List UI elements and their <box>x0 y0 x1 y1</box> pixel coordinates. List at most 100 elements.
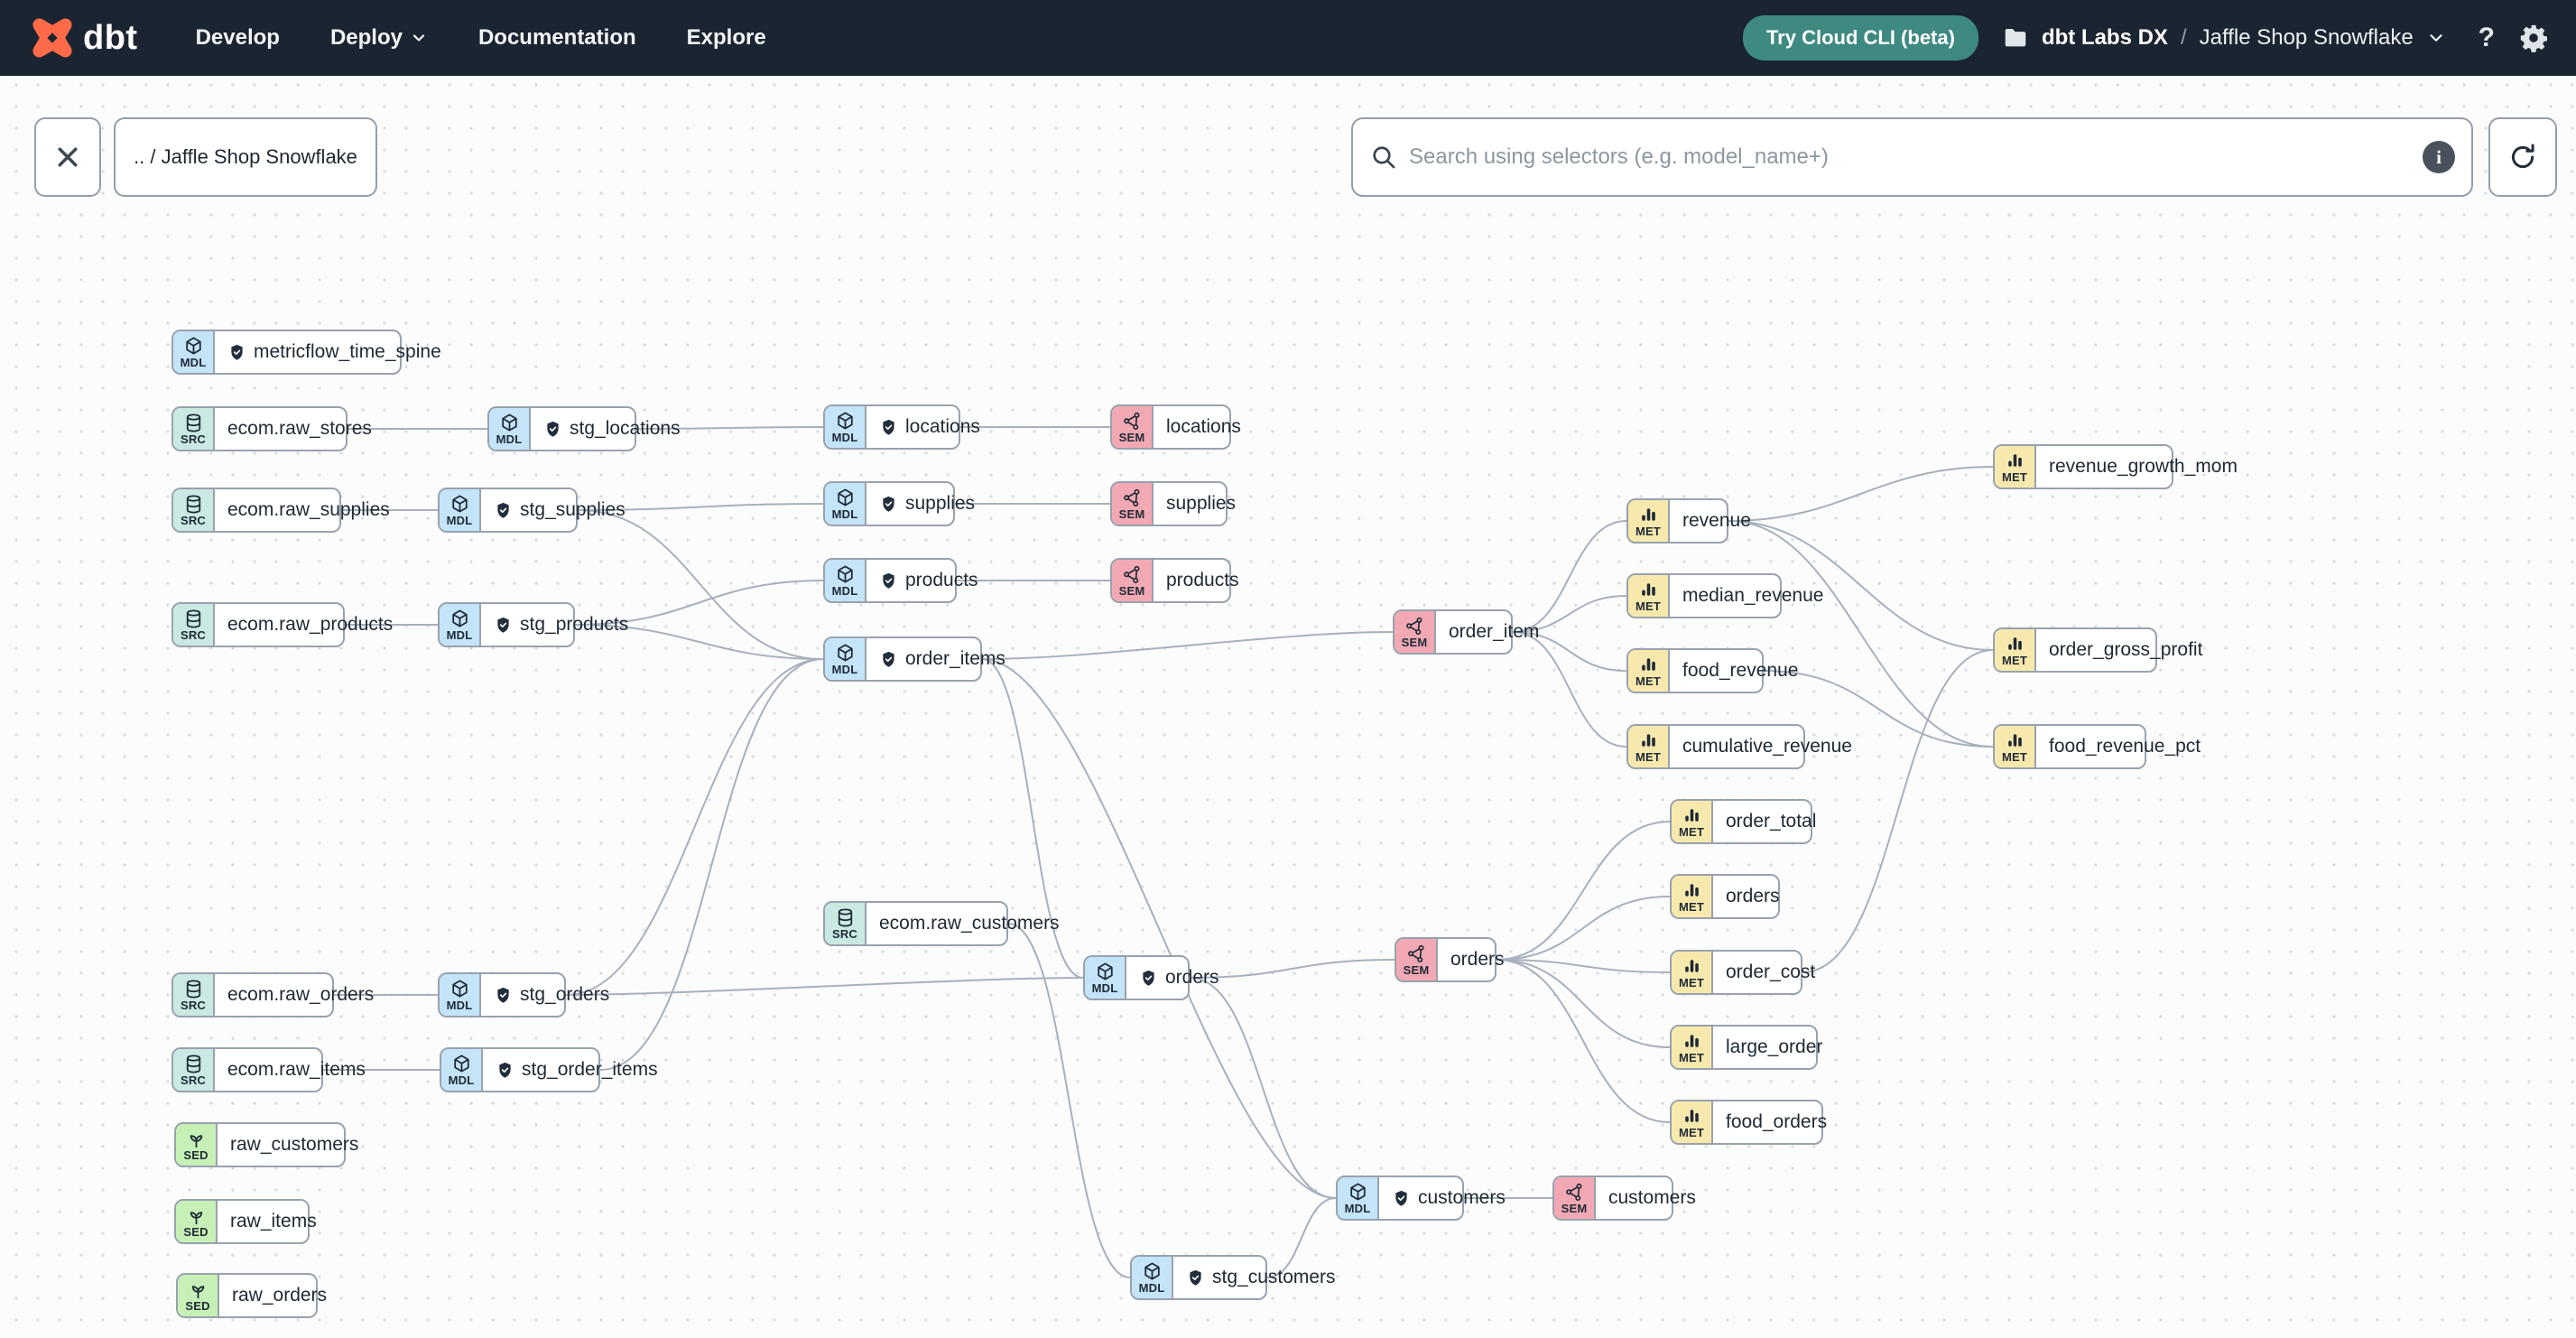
dbt-logo[interactable]: dbt <box>31 16 138 60</box>
node-type-label: MDL <box>1138 1281 1165 1295</box>
semantic-triangle-icon <box>1121 410 1144 432</box>
database-icon <box>182 412 205 434</box>
node-type-badge: MDL <box>440 974 481 1016</box>
node-type-label: SRC <box>831 927 858 941</box>
node-type-label: SRC <box>180 1073 207 1087</box>
close-lineage-button[interactable] <box>34 117 101 197</box>
node-label: stg_locations <box>531 408 693 450</box>
try-cloud-cli-button[interactable]: Try Cloud CLI (beta) <box>1742 15 1978 60</box>
search-input[interactable] <box>1409 144 2423 170</box>
selector-search-bar: i <box>1351 117 2473 197</box>
node-label: stg_products <box>481 604 641 646</box>
node-met_median_revenue[interactable]: MET median_revenue <box>1626 573 1823 618</box>
cube-icon <box>1347 1181 1369 1203</box>
metric-bars-icon <box>1681 879 1703 902</box>
refresh-button[interactable] <box>2488 117 2557 197</box>
node-label: median_revenue <box>1682 585 1824 606</box>
help-icon[interactable]: ? <box>2478 23 2495 52</box>
folder-icon <box>2005 29 2026 47</box>
cube-icon <box>449 608 471 630</box>
shield-check-icon <box>496 1061 514 1080</box>
node-type-badge: MET <box>1672 1101 1713 1143</box>
node-type-badge: MDL <box>173 331 215 373</box>
node-type-badge: MET <box>1672 952 1713 993</box>
node-type-badge: SRC <box>173 604 215 646</box>
node-type-badge: SEM <box>1112 406 1154 448</box>
account-name[interactable]: dbt Labs DX <box>2041 25 2168 50</box>
node-type-label: MDL <box>446 514 473 527</box>
edge-met_revenue-to-met_revenue_growth_mom <box>1728 466 1994 522</box>
node-type-badge: MET <box>1672 801 1713 842</box>
info-icon[interactable]: i <box>2423 141 2455 173</box>
gear-icon[interactable] <box>2518 23 2549 53</box>
node-type-badge: MDL <box>1338 1177 1379 1219</box>
metric-bars-icon <box>1637 654 1660 676</box>
breadcrumb[interactable]: .. / Jaffle Shop Snowflake <box>114 117 377 197</box>
nav-item-deploy[interactable]: Deploy <box>330 25 428 51</box>
database-icon <box>182 1053 205 1075</box>
node-type-badge: MDL <box>825 406 866 448</box>
node-type-label: MET <box>1635 750 1662 764</box>
node-type-label: MDL <box>1344 1202 1371 1215</box>
edge-sem_orders-to-met_order_cost <box>1496 959 1671 973</box>
node-label: order_item <box>1449 621 1540 642</box>
chevron-down-icon[interactable] <box>2426 28 2446 48</box>
edge-stg_orders-to-order_items <box>565 658 824 996</box>
node-type-badge: SEM <box>1554 1177 1596 1219</box>
nav-item-explore[interactable]: Explore <box>686 25 766 50</box>
node-type-badge: MDL <box>440 604 481 646</box>
node-label: ecom.raw_customers <box>879 913 1060 934</box>
node-sem_customers[interactable]: SEM customers <box>1552 1175 1696 1221</box>
node-type-label: MET <box>1678 976 1705 990</box>
node-type-badge: MET <box>1628 575 1670 617</box>
cube-icon <box>449 978 471 1000</box>
node-label: stg_supplies <box>481 489 638 531</box>
edge-order_items-to-sem_order_item <box>981 631 1394 660</box>
node-raw_customers_src[interactable]: SRC ecom.raw_customers <box>823 901 1060 946</box>
nav-item-documentation[interactable]: Documentation <box>477 25 636 50</box>
project-name[interactable]: Jaffle Shop Snowflake <box>2199 25 2414 50</box>
edge-orders_mdl-to-sem_orders <box>1189 959 1395 979</box>
seed-sprout-icon <box>187 1278 209 1301</box>
node-label: customers <box>1608 1187 1696 1208</box>
database-icon <box>182 978 205 1000</box>
nav-item-develop[interactable]: Develop <box>195 25 280 50</box>
